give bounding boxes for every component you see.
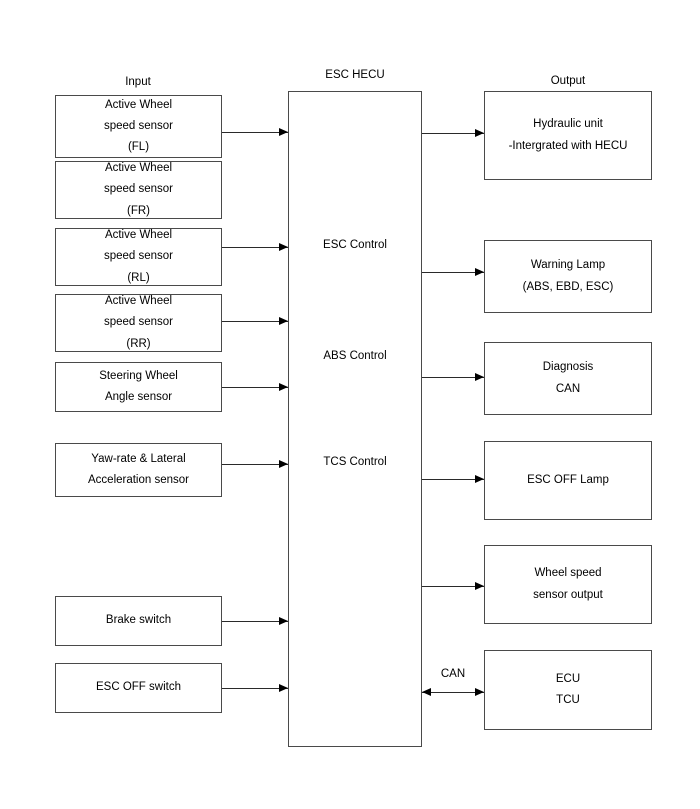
input-node-label: Active Wheel	[104, 162, 173, 175]
output-node-warning-lamp: Warning Lamp (ABS, EBD, ESC)	[484, 240, 652, 313]
arrow-icon-input-steering	[279, 383, 288, 391]
input-node-ws-rl: Active Wheel speed sensor (RL)	[55, 228, 222, 286]
arrow-icon-output-warning-lamp	[475, 268, 484, 276]
input-connector-steering	[222, 387, 288, 388]
output-node-label: ESC OFF Lamp	[527, 473, 609, 486]
arrow-icon-output-diagnosis-can	[475, 373, 484, 381]
output-node-label: TCU	[556, 694, 580, 706]
output-connector-warning-lamp	[422, 272, 484, 273]
column-title-output: Output	[550, 75, 586, 87]
input-node-ws-fl: Active Wheel speed sensor (FL)	[55, 95, 222, 158]
arrow-icon-input-ws-rr	[279, 317, 288, 325]
input-node-label: (FR)	[127, 204, 150, 217]
output-node-label: Diagnosis	[542, 361, 594, 374]
output-node-label: (ABS, EBD, ESC)	[522, 280, 614, 293]
input-node-label: speed sensor	[103, 183, 174, 196]
hecu-block	[288, 91, 422, 747]
input-node-label: Yaw-rate & Lateral	[91, 452, 186, 465]
output-node-ecu-tcu: ECU TCU	[484, 650, 652, 730]
arrow-icon-input-esc-off-sw	[279, 684, 288, 692]
input-node-label: Angle sensor	[104, 391, 173, 403]
input-node-label: (RR)	[126, 337, 151, 350]
output-node-esc-off-lamp: ESC OFF Lamp	[484, 441, 652, 520]
arrow-icon-output-reverse-ecu-tcu	[422, 688, 431, 696]
output-node-hydraulic-unit: Hydraulic unit -Intergrated with HECU	[484, 91, 652, 180]
hecu-function-esc-control: ESC Control	[323, 239, 387, 251]
arrow-icon-input-ws-fl	[279, 128, 288, 136]
arrow-icon-output-esc-off-lamp	[475, 475, 484, 483]
output-node-wheel-speed-out: Wheel speed sensor output	[484, 545, 652, 624]
input-node-ws-rr: Active Wheel speed sensor (RR)	[55, 294, 222, 352]
input-connector-yaw-lateral	[222, 464, 288, 465]
output-node-label: ECU	[555, 672, 581, 685]
arrow-icon-output-wheel-speed-out	[475, 582, 484, 590]
input-node-esc-off-sw: ESC OFF switch	[55, 663, 222, 713]
arrow-icon-input-ws-rl	[279, 243, 288, 251]
input-node-label: Brake switch	[105, 614, 172, 627]
output-connector-wheel-speed-out	[422, 586, 484, 587]
hecu-function-tcs-control: TCS Control	[323, 456, 387, 468]
input-node-label: (FL)	[127, 141, 150, 154]
input-connector-esc-off-sw	[222, 688, 288, 689]
output-connector-esc-off-lamp	[422, 479, 484, 480]
output-node-label: sensor output	[533, 588, 603, 601]
output-node-label: Hydraulic unit	[533, 118, 603, 131]
output-node-label: Wheel speed	[534, 567, 602, 580]
input-node-ws-fr: Active Wheel speed sensor (FR)	[55, 161, 222, 219]
input-node-label: Active Wheel	[104, 98, 173, 111]
input-connector-brake-sw	[222, 621, 288, 622]
output-connector-hydraulic-unit	[422, 133, 484, 134]
arrow-icon-input-brake-sw	[279, 617, 288, 625]
input-node-label: ESC OFF switch	[96, 681, 181, 694]
column-title-input: Input	[125, 76, 151, 88]
column-title-hecu: ESC HECU	[325, 69, 385, 81]
output-node-label: -Intergrated with HECU	[508, 139, 628, 152]
input-node-brake-sw: Brake switch	[55, 596, 222, 646]
output-node-label: Warning Lamp	[530, 259, 606, 272]
connector-label-ecu-tcu: CAN	[440, 668, 466, 680]
hecu-function-abs-control: ABS Control	[323, 350, 387, 362]
input-node-label: Acceleration sensor	[88, 474, 189, 486]
input-node-label: speed sensor	[103, 316, 174, 329]
arrow-icon-output-hydraulic-unit	[475, 129, 484, 137]
input-node-label: speed sensor	[103, 250, 174, 263]
output-node-label: CAN	[555, 382, 581, 395]
input-node-label: Active Wheel	[104, 295, 173, 308]
output-connector-ecu-tcu	[422, 692, 484, 693]
output-connector-diagnosis-can	[422, 377, 484, 378]
arrow-icon-output-ecu-tcu	[475, 688, 484, 696]
input-connector-ws-rr	[222, 321, 288, 322]
input-node-label: (RL)	[127, 271, 150, 284]
input-connector-ws-fl	[222, 132, 288, 133]
input-node-label: speed sensor	[103, 119, 174, 132]
arrow-icon-input-yaw-lateral	[279, 460, 288, 468]
input-node-label: Steering Wheel	[99, 369, 178, 382]
input-node-label: Active Wheel	[104, 229, 173, 242]
input-connector-ws-rl	[222, 247, 288, 248]
